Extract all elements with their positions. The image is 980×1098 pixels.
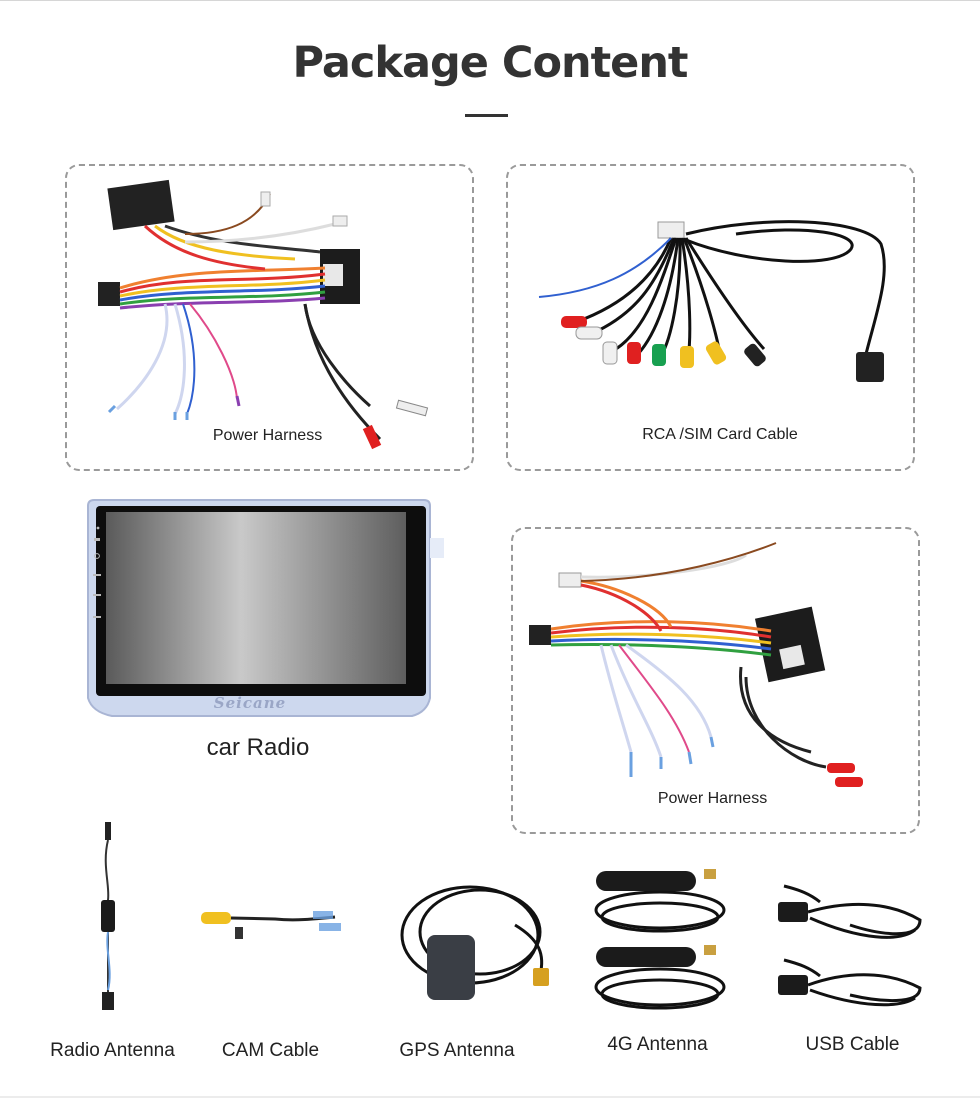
- 4g-antenna-label: 4G Antenna: [607, 1034, 708, 1055]
- usb-cable-image: [778, 884, 922, 1007]
- power-harness-label-2: Power Harness: [657, 790, 768, 807]
- rca-sim-panel: [506, 164, 915, 471]
- cam-cable-label: CAM Cable: [221, 1040, 320, 1061]
- radio-antenna-label: Radio Antenna: [50, 1040, 175, 1061]
- power-harness-image-1: [98, 179, 429, 450]
- car-radio-image: [87, 499, 444, 717]
- radio-brand: Seicane: [213, 694, 287, 712]
- gps-antenna-label: GPS Antenna: [399, 1040, 515, 1061]
- title-underline: [465, 114, 508, 117]
- usb-cable-label: USB Cable: [805, 1034, 900, 1055]
- power-harness-panel-2: [511, 527, 920, 834]
- page-title: Package Content: [292, 38, 689, 88]
- cam-cable-image: [201, 911, 341, 939]
- power-harness-panel-1: [65, 164, 474, 471]
- radio-antenna-image: [101, 822, 115, 1010]
- rca-sim-cable-image: [538, 220, 886, 382]
- top-divider: [0, 0, 980, 1]
- bottom-divider: [0, 1096, 980, 1098]
- rca-sim-cable-label: RCA /SIM Card Cable: [642, 426, 798, 443]
- power-harness-label-1: Power Harness: [212, 427, 323, 444]
- car-radio-label: car Radio: [206, 734, 310, 761]
- gps-antenna-image: [400, 885, 549, 1000]
- 4g-antenna-image: [594, 869, 726, 1010]
- power-harness-image-2: [529, 542, 863, 787]
